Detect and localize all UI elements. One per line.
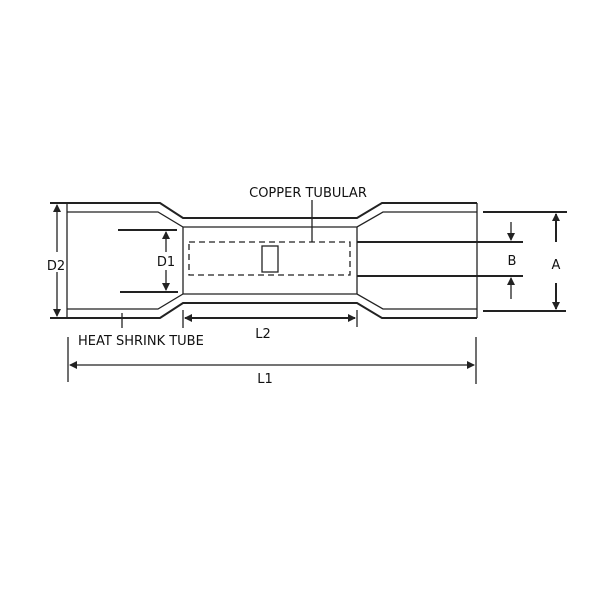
heat-shrink-tube-callout: HEAT SHRINK TUBE xyxy=(78,313,204,349)
dimension-b: B xyxy=(357,222,523,299)
d1-label: D1 xyxy=(157,255,175,270)
l1-label: L1 xyxy=(257,372,273,387)
b-label: B xyxy=(508,254,517,269)
copper-tubular: COPPER TUBULAR xyxy=(188,186,367,276)
d2-label: D2 xyxy=(47,259,65,274)
dimension-d1: D1 xyxy=(118,229,178,293)
inspection-window xyxy=(261,245,279,273)
heat-shrink-tube-label: HEAT SHRINK TUBE xyxy=(78,334,204,349)
a-label: A xyxy=(552,258,561,273)
l2-label: L2 xyxy=(255,327,271,342)
dimension-d2: D2 xyxy=(47,202,67,319)
copper-tubular-label: COPPER TUBULAR xyxy=(249,186,367,201)
dimension-l1: L1 xyxy=(67,337,477,387)
heat-shrink-tube-outline xyxy=(66,202,478,319)
dimension-l2: L2 xyxy=(182,310,358,342)
dimension-a: A xyxy=(483,211,567,312)
